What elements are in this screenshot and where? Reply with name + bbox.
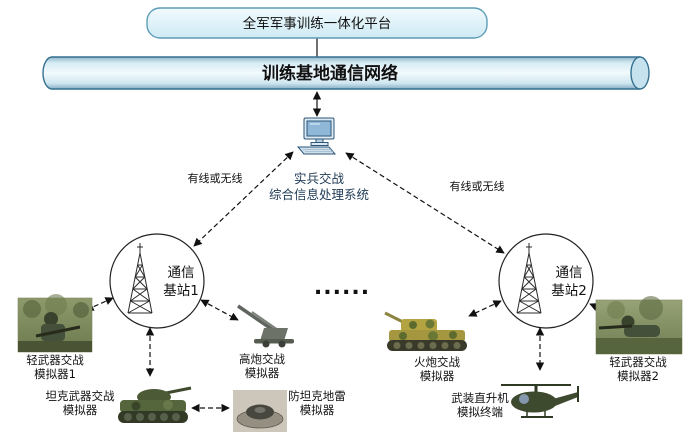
aa-gun-label-line2: 模拟器 <box>245 366 280 380</box>
light-weapon-simulator-2-image <box>595 296 683 355</box>
more-stations-ellipsis: ...... <box>314 275 370 300</box>
system-label-line2: 综合信息处理系统 <box>269 187 369 202</box>
tank-label-line1: 坦克武器交战 <box>46 389 115 403</box>
link-system-station1 <box>193 151 294 247</box>
link-station1-aa-gun <box>200 299 239 321</box>
station1-label-line2: 基站1 <box>163 282 199 299</box>
mine-simulator-image <box>233 390 287 432</box>
station2-label-line1: 通信 <box>556 265 583 281</box>
light-weapon-2-label-line2: 模拟器2 <box>617 369 659 383</box>
base-station-1: 通信 基站1 <box>109 233 205 329</box>
base-station-2: 通信 基站2 <box>498 233 594 329</box>
aa-gun-simulator-image <box>237 304 294 348</box>
light-weapon-2-label-line1: 轻武器交战 <box>609 355 667 369</box>
link-label-left: 有线或无线 <box>188 171 243 185</box>
link-label-right: 有线或无线 <box>450 179 505 193</box>
link-system-station2 <box>345 152 505 254</box>
link-station2-light-weapon-2 <box>589 303 617 316</box>
light-weapon-1-label-line1: 轻武器交战 <box>26 353 84 367</box>
platform-title: 全军军事训练一体化平台 <box>243 15 392 32</box>
helicopter-terminal-image <box>501 384 579 418</box>
artillery-label-line1: 火炮交战 <box>414 355 460 369</box>
system-label-line1: 实兵交战 <box>294 171 345 186</box>
artillery-simulator-image <box>384 311 467 351</box>
light-weapon-1-label-line2: 模拟器1 <box>34 367 76 381</box>
computer-icon <box>296 117 337 155</box>
network-title: 训练基地通信网络 <box>262 63 398 84</box>
helicopter-label-line1: 武装直升机 <box>451 391 509 405</box>
platform-box: 全军军事训练一体化平台 <box>146 7 488 39</box>
network-cylinder: 训练基地通信网络 <box>42 56 650 90</box>
artillery-label-line2: 模拟器 <box>420 369 455 383</box>
mine-label-line1: 防坦克地雷 <box>288 389 346 403</box>
aa-gun-label-line1: 高炮交战 <box>239 352 285 366</box>
light-weapon-simulator-1-image <box>17 294 93 353</box>
mine-label-line2: 模拟器 <box>300 403 335 417</box>
station1-label-line1: 通信 <box>168 265 195 281</box>
helicopter-label-line2: 模拟终端 <box>457 405 503 419</box>
tank-label-line2: 模拟器 <box>63 403 98 417</box>
station2-label-line2: 基站2 <box>551 282 587 299</box>
link-station2-artillery <box>468 300 502 317</box>
tank-simulator-image <box>118 386 192 423</box>
